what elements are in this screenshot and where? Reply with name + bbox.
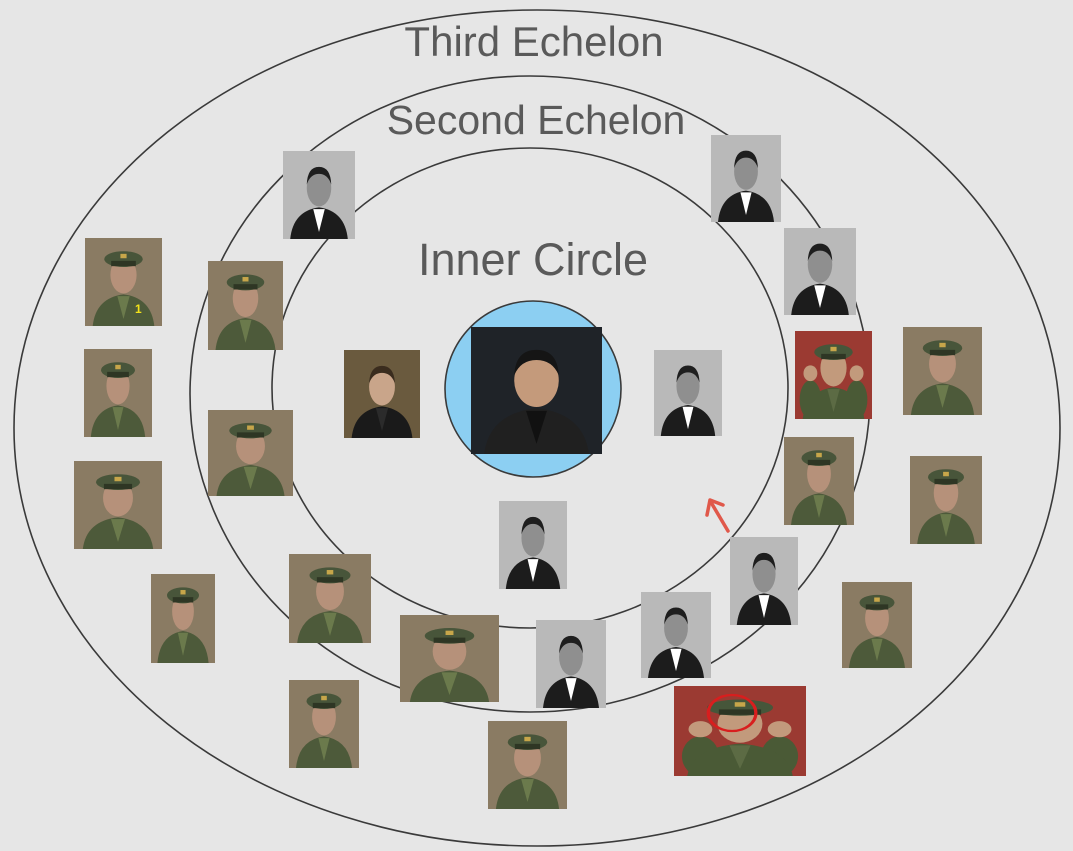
photo-left-3 xyxy=(84,349,152,437)
photo-low-2 xyxy=(289,554,371,643)
photo-low-6 xyxy=(641,592,711,678)
photo-right-4 xyxy=(784,437,854,525)
red-arrow xyxy=(705,498,730,533)
photo-mid-2 xyxy=(730,537,798,625)
photo-badge-number: 1 xyxy=(135,302,142,316)
inner-circle-ring xyxy=(271,147,789,629)
photo-top-left xyxy=(283,151,355,239)
photo-top-right-2 xyxy=(784,228,856,315)
photo-bottom-3 xyxy=(488,721,567,809)
photo-left-5 xyxy=(208,410,293,496)
inner-circle-label: Inner Circle xyxy=(417,234,649,285)
photo-right-1 xyxy=(654,350,722,436)
photo-left-4 xyxy=(344,350,420,438)
photo-right-2 xyxy=(795,331,872,419)
highlight-circle xyxy=(706,693,758,733)
photo-left-1: 1 xyxy=(85,238,162,326)
photo-low-5 xyxy=(536,620,606,708)
photo-center xyxy=(471,327,602,454)
photo-top-right-1 xyxy=(711,135,781,222)
photo-low-1 xyxy=(151,574,215,663)
photo-bottom-1 xyxy=(289,680,359,768)
photo-low-4 xyxy=(400,615,499,702)
photo-right-5 xyxy=(910,456,982,544)
photo-left-2 xyxy=(208,261,283,350)
second-echelon-label: Second Echelon xyxy=(386,97,686,143)
photo-mid-1 xyxy=(499,501,567,589)
photo-bottom-2 xyxy=(674,686,806,776)
third-echelon-ring xyxy=(13,9,1061,847)
photo-right-3 xyxy=(903,327,982,415)
photo-low-3 xyxy=(842,582,912,668)
third-echelon-label: Third Echelon xyxy=(404,18,664,65)
photo-left-6 xyxy=(74,461,162,549)
